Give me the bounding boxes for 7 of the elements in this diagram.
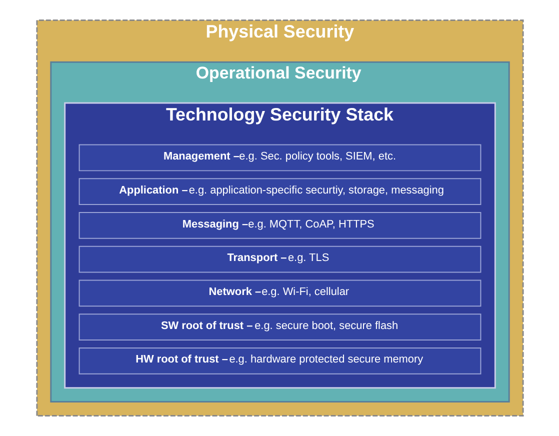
node-box: Messaging –e.g. MQTT, CoAP, HTTPS [78,212,481,239]
node-box: Management –e.g. Sec. policy tools, SIEM, etc. [78,144,481,172]
node-box: SW root of trust – e.g. secure boot, secure flash [78,314,481,341]
node-box: Transport –e.g. TLS [78,246,481,273]
node-box: HW root of trust –e.g. hardware protected secure memory [78,348,481,374]
node-box: Application –e.g. application-specific securtiy, storage, messaging [78,178,481,206]
node-box: Network –e.g. Wi-Fi, cellular [78,280,481,307]
